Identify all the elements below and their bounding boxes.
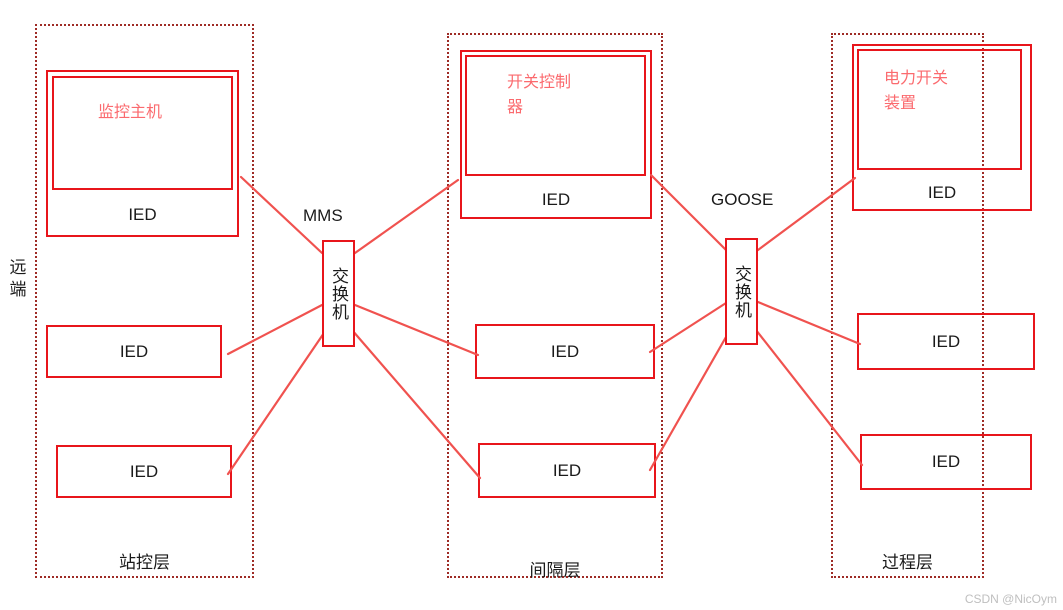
device-switch-controller-inner — [465, 55, 646, 176]
layer-label-bay: 间隔层 — [529, 561, 581, 580]
device-bay-ied-3-label: IED — [552, 461, 582, 480]
device-power-switchgear-title: 电力开关 装置 — [884, 70, 949, 112]
device-station-ied-2-label: IED — [119, 342, 149, 361]
device-station-ied-3-label: IED — [129, 462, 159, 481]
device-power-switchgear-inner — [857, 49, 1022, 170]
switch-mms-label: 交换机 — [329, 266, 348, 321]
device-station-ied-2[interactable] — [46, 325, 222, 378]
protocol-label-mms: MMS — [303, 206, 343, 225]
device-power-switchgear-ied: IED — [927, 183, 957, 202]
protocol-label-goose: GOOSE — [711, 190, 774, 209]
device-monitor-host-ied: IED — [128, 205, 157, 224]
device-switch-controller[interactable] — [460, 50, 652, 219]
device-monitor-host[interactable] — [46, 70, 239, 237]
device-process-ied-2-label: IED — [931, 332, 961, 351]
device-monitor-host-title: 监控主机 — [98, 104, 163, 121]
remote-end-label: 远端 — [9, 258, 27, 299]
switch-mms[interactable]: 交换机 — [322, 240, 355, 347]
layer-label-station: 站控层 — [119, 553, 170, 572]
switch-goose-label: 交换机 — [732, 264, 751, 319]
device-process-ied-3-label: IED — [931, 452, 961, 471]
layer-label-process: 过程层 — [882, 553, 933, 572]
device-switch-controller-ied: IED — [541, 190, 571, 209]
watermark: CSDN @NicOym — [964, 592, 1057, 606]
device-bay-ied-2-label: IED — [550, 342, 580, 361]
switch-goose[interactable]: 交换机 — [725, 238, 758, 345]
device-power-switchgear[interactable] — [852, 44, 1032, 211]
device-switch-controller-title: 开关控制 器 — [507, 74, 572, 116]
layer-box-station — [35, 24, 254, 578]
link-mms-to-switchcontroller — [353, 178, 460, 255]
device-monitor-host-inner — [52, 76, 233, 190]
